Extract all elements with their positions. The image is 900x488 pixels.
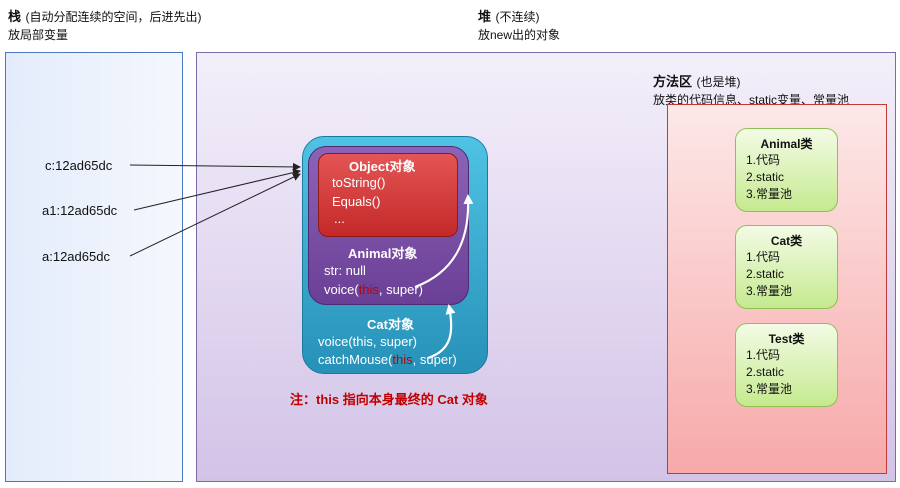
animal-field-str: str: null	[324, 263, 366, 278]
this-note: 注：this 指向本身最终的 Cat 对象	[290, 392, 488, 407]
class-card-cat: Cat类 1.代码 2.static 3.常量池	[735, 225, 838, 309]
class-card-title: Test类	[768, 332, 805, 346]
method-area-subtitle: 放类的代码信息、static变量、常量池	[653, 93, 850, 107]
heap-subtitle: 放new出的对象	[478, 28, 561, 42]
method-area-title-note: (也是堆)	[696, 75, 741, 89]
method-area-header: 方法区 (也是堆) 放类的代码信息、static变量、常量池	[653, 71, 849, 108]
stack-title-note: (自动分配连续的空间，后进先出)	[25, 10, 202, 24]
class-card-title: Animal类	[760, 137, 813, 151]
this-arrow-cat	[427, 304, 456, 360]
animal-method-voice: voice(this, super)	[324, 282, 423, 297]
animal-voice-post: , super)	[378, 282, 423, 297]
class-card-item: 2.static	[746, 267, 785, 281]
ref-arrow-c	[129, 162, 301, 171]
cat-method-catchmouse: catchMouse(this, super)	[318, 352, 457, 367]
animal-voice-pre: voice(	[324, 282, 359, 297]
class-card-item: 2.static	[746, 365, 785, 379]
class-card-item: 1.代码	[746, 153, 781, 167]
this-arrow-animal	[414, 194, 474, 289]
heap-header: 堆 (不连续) 放new出的对象	[478, 6, 560, 43]
animal-title: Animal对象	[348, 246, 418, 261]
ref-arrow-a1	[133, 168, 301, 211]
animal-voice-this: this	[358, 282, 379, 297]
stack-panel	[5, 52, 183, 482]
stack-var-c: c:12ad65dc	[45, 158, 113, 173]
class-card-item: 1.代码	[746, 348, 781, 362]
class-card-title: Cat类	[770, 234, 803, 248]
class-card-item: 2.static	[746, 170, 785, 184]
heap-title-note: (不连续)	[495, 10, 540, 24]
stack-title: 栈	[8, 9, 22, 24]
class-card-item: 3.常量池	[746, 187, 793, 201]
class-card-item: 3.常量池	[746, 382, 793, 396]
cat-method-voice: voice(this, super)	[318, 334, 417, 349]
ref-arrow-a	[129, 173, 301, 257]
stack-var-a1: a1:12ad65dc	[42, 203, 118, 218]
cat-catch-pre: catchMouse(	[318, 352, 393, 367]
object-method-tostring: toString()	[332, 175, 386, 190]
class-card-animal: Animal类 1.代码 2.static 3.常量池	[735, 128, 838, 212]
stack-subtitle: 放局部变量	[8, 28, 69, 42]
class-card-item: 1.代码	[746, 250, 781, 264]
object-method-equals: Equals()	[332, 194, 381, 209]
heap-title: 堆	[478, 9, 492, 24]
cat-title: Cat对象	[367, 317, 414, 332]
stack-var-a: a:12ad65dc	[42, 249, 110, 264]
object-method-ellipsis: ...	[334, 211, 345, 226]
method-area-title: 方法区	[653, 74, 693, 89]
cat-catch-this: this	[392, 352, 413, 367]
object-object-box	[318, 153, 458, 237]
stack-header: 栈 (自动分配连续的空间，后进先出) 放局部变量	[8, 6, 201, 43]
class-card-test: Test类 1.代码 2.static 3.常量池	[735, 323, 838, 407]
class-card-item: 3.常量池	[746, 284, 793, 298]
object-title: Object对象	[349, 159, 416, 174]
cat-catch-post: , super)	[412, 352, 457, 367]
